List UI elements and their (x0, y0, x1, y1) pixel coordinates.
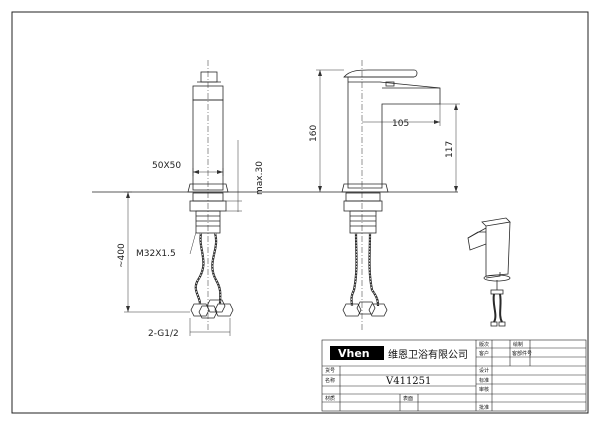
label-name: 名称 (325, 377, 335, 384)
front-view (341, 60, 441, 330)
label-customer: 客户 (479, 350, 489, 357)
side-view (187, 60, 234, 330)
brand-logo-bg (330, 346, 384, 360)
dim-reach: 105 (392, 119, 409, 129)
dim-thread: M32X1.5 (136, 249, 176, 259)
front-view-dimensions (316, 69, 460, 192)
label-surface: 表面 (403, 395, 413, 402)
label-material: 材质 (325, 395, 335, 402)
label-review: 审核 (479, 386, 489, 393)
label-version: 版次 (479, 341, 489, 348)
dim-max-thickness: max.30 (255, 161, 265, 195)
dim-total-height: 160 (309, 125, 319, 142)
sheet-border (11, 11, 589, 414)
label-model-no: 货号 (325, 367, 335, 374)
dim-hose-length: ~400 (117, 243, 127, 268)
dim-spout-height: 117 (445, 141, 455, 158)
dim-inlet: 2-G1/2 (148, 329, 179, 339)
model-number: V411251 (385, 376, 431, 387)
label-drawn: 绘制 (513, 341, 523, 348)
dim-nut-size: 50X50 (152, 161, 181, 171)
company-name: 维恩卫浴有限公司 (388, 348, 468, 361)
title-block (321, 339, 587, 412)
dimension-arrows (126, 70, 458, 312)
label-standard: 标准 (479, 377, 489, 384)
label-approve: 批准 (479, 404, 489, 411)
label-design: 设计 (479, 367, 489, 374)
label-customer-no: 客部件号 (512, 350, 532, 357)
perspective-view (467, 217, 511, 327)
brand-logo: Vhen (338, 347, 370, 360)
